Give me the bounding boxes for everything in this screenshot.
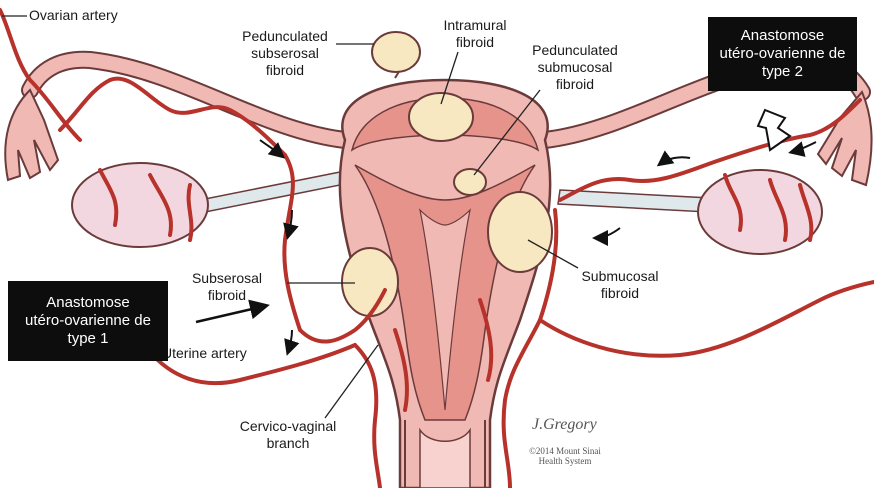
label-cervico-vaginal-branch: Cervico-vaginal branch (239, 418, 337, 451)
arteries (0, 8, 874, 488)
submucosal-fibroid (487, 191, 553, 273)
label-ovarian-artery: Ovarian artery (29, 7, 118, 23)
label-uterine-artery: Uterine artery (162, 345, 247, 361)
anastomosis-type-1-box: Anastomose utéro-ovarienne de type 1 (8, 281, 168, 361)
subserosal-fibroid (341, 247, 399, 317)
leader-lines (2, 15, 579, 419)
anastomosis-type-2-box: Anastomose utéro-ovarienne de type 2 (708, 17, 857, 91)
flow-arrows (259, 139, 817, 356)
label-pedunculated-submucosal-fibroid: Pedunculated submucosal fibroid (532, 42, 618, 92)
anastomosis-type-2-text: Anastomose utéro-ovarienne de type 2 (719, 27, 846, 80)
label-submucosal-fibroid: Submucosal fibroid (581, 268, 659, 301)
pedunculated-submucosal-fibroid (453, 168, 487, 196)
anastomosis-type-1-text: Anastomose utéro-ovarienne de type 1 (25, 294, 151, 347)
fimbriae (4, 88, 873, 187)
fibroids (341, 31, 553, 317)
label-subserosal-fibroid: Subserosal fibroid (191, 270, 263, 303)
label-intramural-fibroid: Intramural fibroid (443, 17, 507, 50)
pedunculated-subserosal-fibroid (371, 31, 421, 73)
anastomosis-arrows (195, 108, 792, 324)
copyright-notice: ©2014 Mount Sinai Health System (529, 446, 601, 466)
artist-signature: J.Gregory (532, 416, 597, 433)
intramural-fibroid (408, 92, 474, 142)
label-pedunculated-subserosal-fibroid: Pedunculated subserosal fibroid (242, 28, 328, 78)
